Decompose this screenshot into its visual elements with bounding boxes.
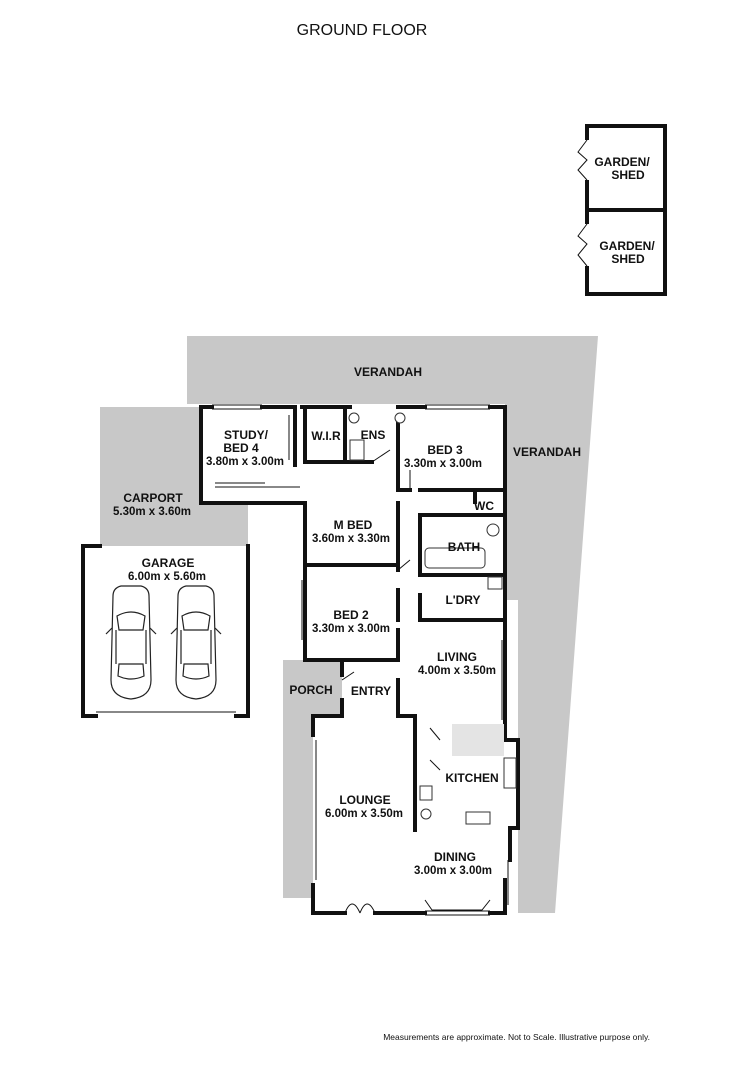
shed-1-label-line1: GARDEN/: [594, 155, 650, 169]
car-icon: [105, 585, 157, 700]
car-icon: [170, 585, 222, 700]
garage: [81, 544, 250, 718]
study-label-line2: BED 4: [223, 441, 259, 455]
dining-label: DINING: [434, 850, 476, 864]
kitchen-label: KITCHEN: [445, 771, 498, 785]
wir-label: W.I.R: [311, 429, 341, 443]
verandah-top-label: VERANDAH: [354, 365, 422, 379]
floor-title: GROUND FLOOR: [297, 22, 428, 39]
fixtures: [348, 412, 517, 825]
study-label-line1: STUDY/: [224, 428, 269, 442]
lounge-size: 6.00m x 3.50m: [325, 808, 403, 820]
garage-label: GARAGE: [142, 556, 195, 570]
bed3-label: BED 3: [427, 443, 463, 457]
lounge-label: LOUNGE: [339, 793, 390, 807]
porch-label: PORCH: [289, 683, 332, 697]
bed2-size: 3.30m x 3.00m: [312, 623, 390, 635]
carport-size: 5.30m x 3.60m: [113, 506, 191, 518]
disclaimer-note: Measurements are approximate. Not to Sca…: [383, 1032, 650, 1042]
bed2-label: BED 2: [333, 608, 369, 622]
wc-label: WC: [474, 499, 494, 513]
verandah-area: [187, 336, 598, 913]
bed3-size: 3.30m x 3.00m: [404, 458, 482, 470]
entry-label: ENTRY: [351, 684, 391, 698]
shed-2-label-line1: GARDEN/: [599, 239, 655, 253]
verandah-side-label: VERANDAH: [513, 445, 581, 459]
shed-2-label-line2: SHED: [611, 252, 645, 266]
garage-size: 6.00m x 5.60m: [128, 571, 206, 583]
garden-sheds: [577, 124, 667, 296]
mbed-size: 3.60m x 3.30m: [312, 533, 390, 545]
living-size: 4.00m x 3.50m: [418, 665, 496, 677]
bath-label: BATH: [448, 540, 480, 554]
ens-label: ENS: [361, 428, 386, 442]
laundry-label: L'DRY: [445, 593, 480, 607]
mbed-label: M BED: [334, 518, 373, 532]
study-size: 3.80m x 3.00m: [206, 456, 284, 468]
shed-1-label-line2: SHED: [611, 168, 645, 182]
dining-size: 3.00m x 3.00m: [414, 865, 492, 877]
walls: [199, 404, 520, 916]
living-label: LIVING: [437, 650, 477, 664]
carport-label: CARPORT: [123, 491, 183, 505]
